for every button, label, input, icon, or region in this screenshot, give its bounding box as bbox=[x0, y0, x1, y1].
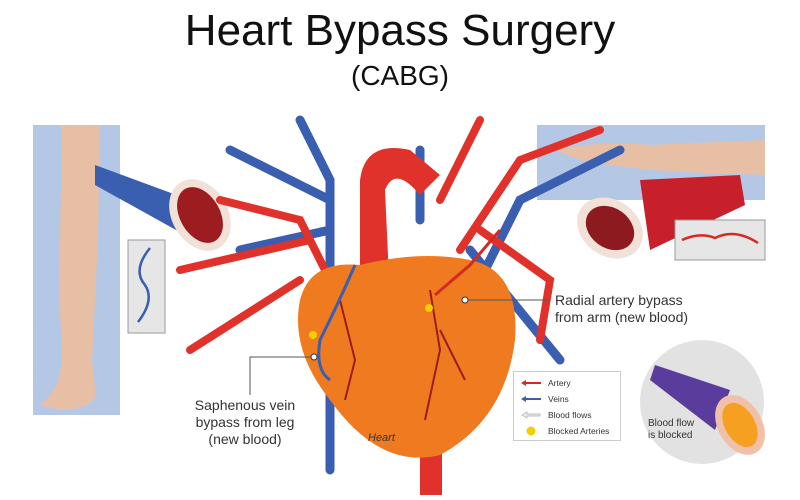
legend-item-blood-flows: Blood flows bbox=[514, 407, 620, 422]
vein-graft-tube bbox=[95, 165, 190, 235]
heart bbox=[298, 256, 516, 458]
label-line: from arm (new blood) bbox=[555, 309, 689, 325]
blood-flow-arrow-icon bbox=[520, 410, 542, 419]
leg-image bbox=[40, 125, 100, 410]
page-title: Heart Bypass Surgery bbox=[184, 6, 616, 55]
arteries bbox=[176, 116, 604, 354]
coronary-arteries bbox=[339, 289, 466, 421]
blockage-dot bbox=[425, 304, 433, 312]
artery-arrow-icon bbox=[520, 379, 542, 386]
radial-graft bbox=[434, 229, 502, 297]
arm-image bbox=[555, 140, 765, 175]
legend-item-blocked-arteries: Blocked Arteries bbox=[514, 423, 620, 438]
blocked-dot-icon bbox=[520, 426, 542, 436]
label-line: bypass from leg bbox=[195, 414, 295, 430]
legend-item-veins: Veins bbox=[514, 391, 620, 406]
vein-arrow-icon bbox=[520, 395, 542, 402]
label-line: Saphenous vein bbox=[194, 397, 296, 413]
label-line: Radial artery bypass bbox=[555, 292, 683, 308]
label-line: is blocked bbox=[648, 430, 693, 441]
heart-label: Heart bbox=[368, 432, 395, 444]
legend-label: Blood flows bbox=[548, 409, 592, 420]
legend-label: Veins bbox=[548, 393, 569, 404]
saphenous-graft bbox=[317, 264, 357, 382]
label-line: Blood flow bbox=[648, 418, 695, 429]
label-line: (new blood) bbox=[208, 431, 282, 447]
legend: Artery Veins Blood flows Blocked Arterie… bbox=[513, 371, 621, 441]
page-subtitle: (CABG) bbox=[351, 60, 449, 91]
legend-label: Blocked Arteries bbox=[548, 425, 610, 436]
radial-artery-label: Radial artery bypass from arm (new blood… bbox=[555, 292, 688, 326]
artery-graft-tube bbox=[640, 175, 745, 250]
artery-sample-box bbox=[674, 219, 766, 261]
legend-item-artery: Artery bbox=[514, 375, 620, 390]
blocked-flow-label: Blood flow is blocked bbox=[648, 418, 694, 442]
saphenous-vein-label: Saphenous vein bypass from leg (new bloo… bbox=[180, 397, 310, 448]
blockage-dot bbox=[309, 331, 317, 339]
legend-label: Artery bbox=[548, 377, 571, 388]
